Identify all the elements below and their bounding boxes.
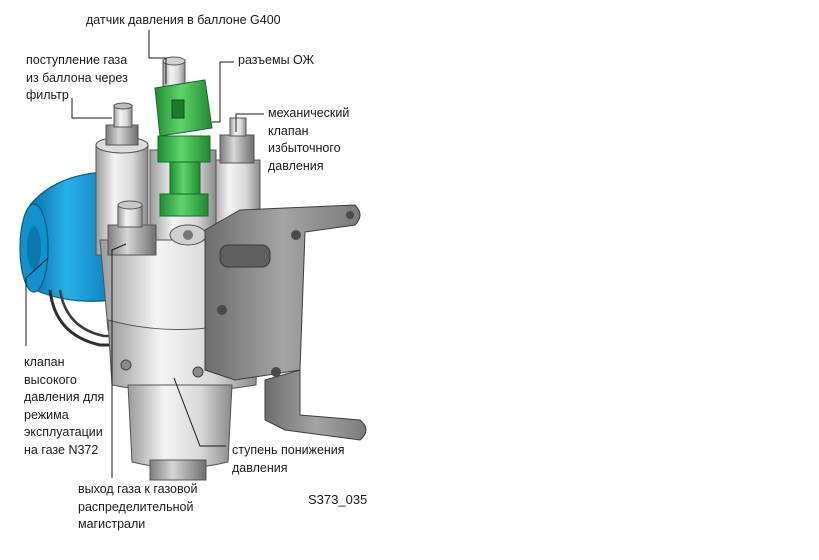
solenoid-valve bbox=[19, 171, 118, 347]
label-relief-valve: механический клапан избыточного давления bbox=[268, 106, 350, 173]
label-coolant-connectors: разъемы ОЖ bbox=[238, 53, 315, 67]
label-high-pressure-valve: клапан высокого давления для режима эксп… bbox=[24, 355, 105, 457]
outlet-fitting bbox=[107, 200, 157, 256]
leader-lines bbox=[25, 30, 264, 478]
pressure-sensor bbox=[154, 56, 213, 217]
label-gas-outlet: выход газа к газовой распределительной м… bbox=[78, 482, 198, 531]
figure-code: S373_035 bbox=[308, 492, 368, 507]
label-gas-inlet: поступление газа из баллона через фильтр bbox=[26, 53, 128, 102]
mounting-bracket bbox=[204, 204, 367, 441]
label-reduction-stage: ступень понижения давления bbox=[232, 443, 345, 475]
label-pressure-sensor: датчик давления в баллоне G400 bbox=[86, 13, 281, 27]
